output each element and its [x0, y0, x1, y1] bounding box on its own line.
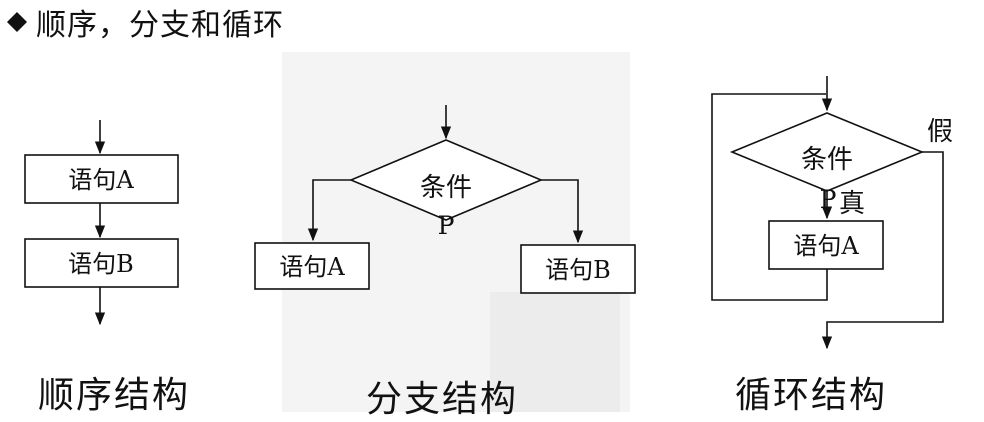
loop-p-label: P — [820, 185, 837, 214]
branch-p-label: P — [438, 211, 455, 240]
loop-caption: 循环结构 — [735, 375, 888, 416]
loop-condition-label: 条件 — [801, 145, 853, 175]
sequence-box-a-label: 语句A — [68, 166, 134, 194]
loop-body-box-label: 语句A — [793, 232, 859, 260]
branch-box-a-label: 语句A — [279, 253, 345, 281]
branch-condition-diamond — [348, 139, 544, 221]
sequence-caption: 顺序结构 — [38, 375, 191, 416]
branch-box-b-label: 语句B — [545, 256, 611, 284]
loop-back-line — [711, 93, 828, 301]
branch-caption: 分支结构 — [366, 379, 519, 420]
background-panel — [490, 292, 620, 412]
loop-structure — [711, 76, 944, 350]
loop-body-box — [768, 220, 884, 270]
branch-condition-label: 条件 — [420, 173, 472, 203]
loop-false-label: 假 — [927, 117, 953, 147]
loop-false-exit-arrow — [821, 151, 944, 350]
page-title-row: 顺序，分支和循环 — [6, 2, 284, 43]
sequence-box-b-label: 语句B — [68, 250, 134, 278]
sequence-box-b — [24, 238, 179, 288]
branch-left-arrow — [307, 179, 351, 242]
branch-structure — [254, 105, 636, 294]
diamond-bullet-icon — [7, 12, 27, 32]
page-title: 顺序，分支和循环 — [36, 8, 284, 43]
loop-true-label: 真 — [839, 189, 865, 219]
branch-box-b — [520, 244, 636, 294]
branch-box-a — [254, 242, 370, 290]
branch-right-arrow — [541, 179, 584, 244]
sequence-box-a — [24, 154, 179, 204]
sequence-structure — [24, 120, 179, 326]
